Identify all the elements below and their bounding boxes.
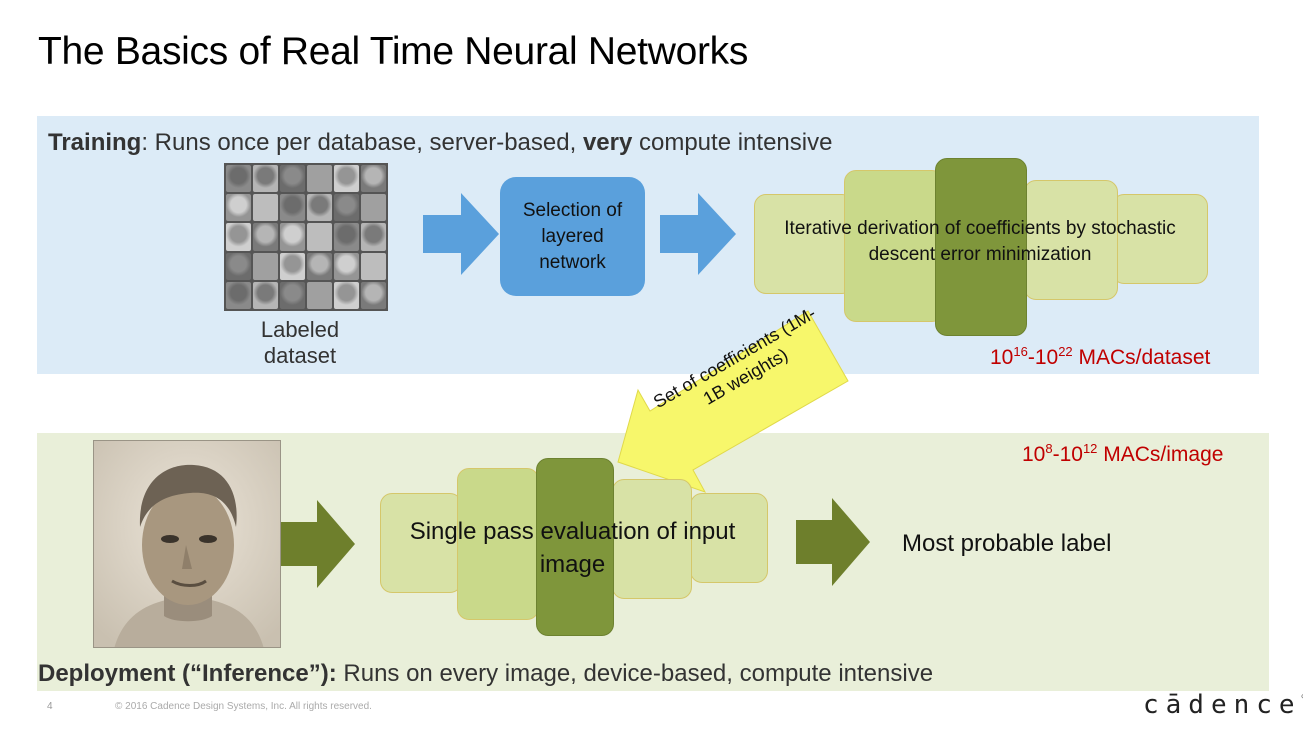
right-arrow-icon	[796, 498, 870, 586]
face-thumbnail	[361, 252, 386, 280]
training-mac-label: 1016-1022 MACs/dataset	[990, 344, 1211, 369]
network-layer	[690, 493, 768, 583]
face-thumbnail	[334, 165, 359, 193]
face-thumbnail	[280, 223, 305, 251]
training-label-rest-1: : Runs once per database, server-based,	[141, 129, 583, 156]
iterative-box-text: Iterative derivation of coefficients by …	[784, 218, 1176, 265]
face-thumbnail	[253, 194, 278, 222]
face-thumbnail	[253, 165, 278, 193]
face-thumbnail	[280, 165, 305, 193]
face-thumbnail	[307, 194, 332, 222]
face-thumbnail	[334, 194, 359, 222]
deployment-label-bold: Deployment (“Inference”):	[38, 660, 337, 687]
network-layer	[536, 458, 614, 636]
face-thumbnail	[334, 223, 359, 251]
face-thumbnail	[307, 223, 332, 251]
right-arrow-icon	[281, 500, 355, 588]
right-arrow-icon	[423, 193, 499, 275]
slide-title: The Basics of Real Time Neural Networks	[38, 30, 749, 73]
training-caption: Training: Runs once per database, server…	[48, 129, 832, 157]
face-thumbnail	[307, 165, 332, 193]
training-label-bold: Training	[48, 129, 142, 156]
face-thumbnail	[253, 223, 278, 251]
deployment-mac-label: 108-1012 MACs/image	[1022, 441, 1224, 466]
result-label: Most probable label	[902, 530, 1112, 557]
evaluation-box-text: Single pass evaluation of input image	[409, 518, 736, 578]
right-arrow-icon	[660, 193, 736, 275]
copyright-text: © 2016 Cadence Design Systems, Inc. All …	[115, 701, 372, 712]
face-thumbnail	[253, 281, 278, 309]
face-thumbnail	[280, 194, 305, 222]
face-thumbnail	[226, 252, 251, 280]
network-layer	[754, 194, 854, 294]
face-thumbnail	[226, 165, 251, 193]
page-number: 4	[47, 701, 53, 712]
deployment-caption: Deployment (“Inference”): Runs on every …	[38, 660, 933, 688]
face-thumbnail	[361, 165, 386, 193]
face-thumbnail	[280, 281, 305, 309]
network-layer	[1112, 194, 1208, 284]
network-layer	[612, 479, 692, 599]
face-thumbnail	[226, 281, 251, 309]
face-thumbnail	[334, 281, 359, 309]
training-label-emph: very	[582, 129, 633, 156]
face-thumbnail	[253, 252, 278, 280]
face-thumbnail	[226, 194, 251, 222]
network-layer	[844, 170, 944, 322]
network-layer	[935, 158, 1027, 336]
face-thumbnail	[361, 223, 386, 251]
input-portrait-image	[93, 440, 281, 648]
face-thumbnail	[361, 281, 386, 309]
network-layer	[457, 468, 539, 620]
face-thumbnail	[334, 252, 359, 280]
face-thumbnail	[307, 281, 332, 309]
deployment-label-rest: Runs on every image, device-based, compu…	[336, 660, 934, 687]
cadence-logo: cādence®	[1143, 690, 1303, 720]
dataset-label: Labeled dataset	[260, 317, 340, 368]
training-label-rest-2: compute intensive	[632, 129, 833, 156]
face-thumbnail	[361, 194, 386, 222]
face-thumbnail	[226, 223, 251, 251]
selection-box: Selection of layered network	[500, 177, 645, 296]
face-thumbnail	[307, 252, 332, 280]
face-thumbnail	[280, 252, 305, 280]
labeled-dataset-image	[224, 163, 388, 311]
